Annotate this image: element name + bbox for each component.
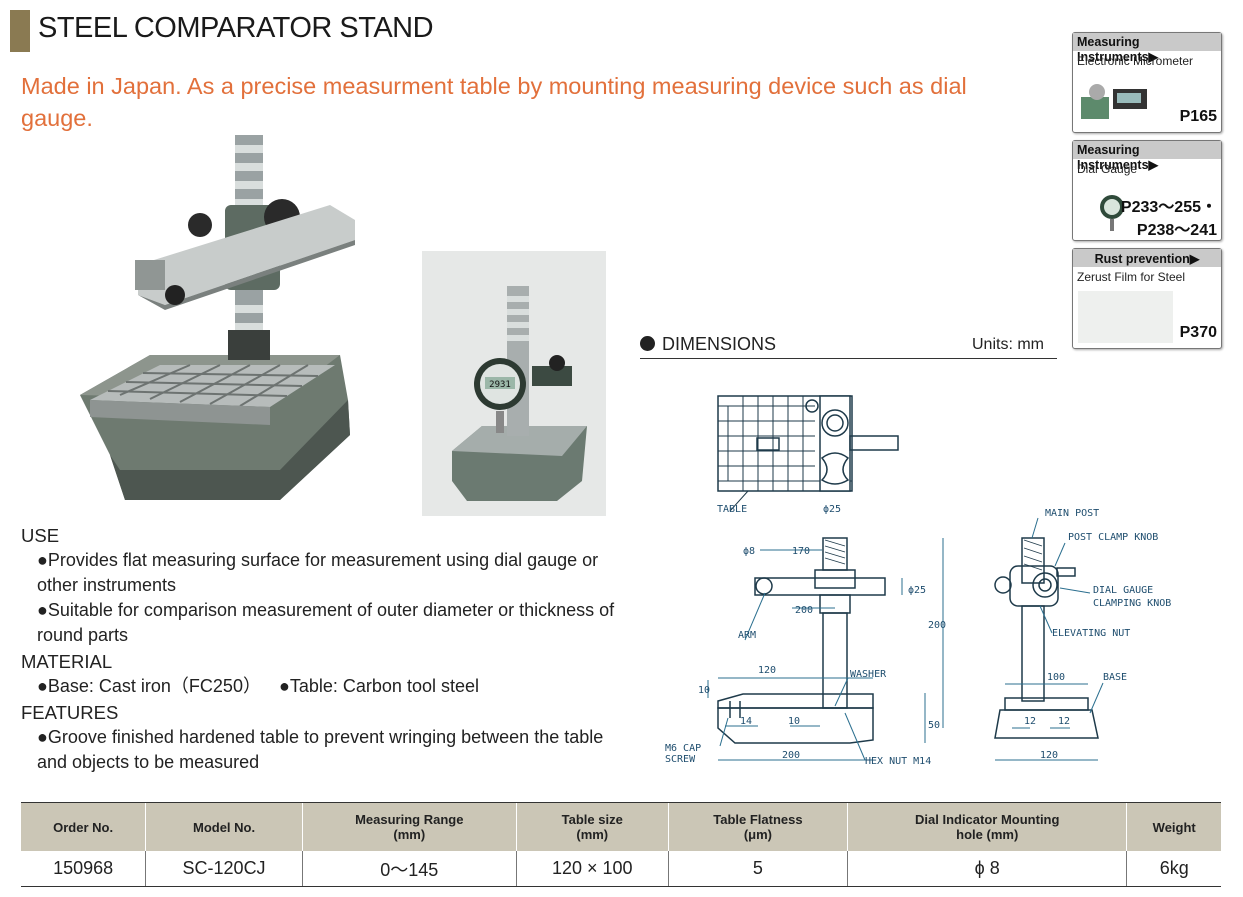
cell-model-no: SC-120CJ (145, 851, 303, 887)
dimensions-title: DIMENSIONS (662, 334, 777, 354)
page-title: STEEL COMPARATOR STAND (38, 12, 434, 44)
related-category: Measuring Instruments▶ (1073, 141, 1221, 172)
table-row: 150968 SC-120CJ 0～145 120 × 100 5 ϕ 8 6k… (21, 851, 1221, 887)
label-10: 10 (698, 685, 710, 696)
material-item-base: ●Base: Cast iron（FC250） (37, 676, 261, 696)
cell-order-no: 150968 (21, 851, 146, 887)
label-170: 170 (792, 546, 810, 557)
use-item: ●Provides flat measuring surface for mea… (37, 550, 599, 595)
label-phi8: ϕ8 (743, 546, 755, 557)
related-page: P165 (1179, 108, 1217, 125)
related-box-zerust[interactable]: Rust prevention▶ Zerust Film for Steel P… (1072, 248, 1222, 349)
label-main-post: MAIN POST (1045, 508, 1099, 519)
related-page: P370 (1179, 324, 1217, 341)
col-measuring-range: Measuring Range (mm) (301, 802, 517, 851)
dimensions-units: Units: mm (972, 336, 1044, 353)
cell-weight: 6kg (1126, 851, 1221, 887)
label-200-v: 200 (928, 620, 946, 631)
label-200-arm: 200 (795, 605, 813, 616)
related-name: Zerust Film for Steel (1077, 270, 1186, 284)
col-table-flatness: Table Flatness (μm) (667, 802, 848, 851)
cell-measuring-range: 0～145 (301, 851, 517, 887)
label-elevating-nut: ELEVATING NUT (1052, 628, 1130, 639)
dial-gauge-thumbnail (1100, 195, 1124, 231)
related-box-micrometer[interactable]: Measuring Instruments▶ Electronic Microm… (1072, 32, 1222, 133)
material-heading: MATERIAL (21, 651, 113, 672)
label-phi25-v: ϕ25 (908, 585, 926, 596)
related-category: Measuring Instruments▶ (1073, 33, 1221, 64)
label-base: BASE (1103, 672, 1127, 683)
label-120-side: 120 (1040, 750, 1058, 761)
label-clamping-knob: CLAMPING KNOB (1093, 598, 1171, 609)
col-weight: Weight (1126, 802, 1221, 851)
material-item-table: ●Table: Carbon tool steel (279, 676, 479, 696)
related-box-dial-gauge[interactable]: Measuring Instruments▶ Dial Gauge P233～2… (1072, 140, 1222, 241)
col-mounting-hole: Dial Indicator Mounting hole (mm) (846, 802, 1127, 851)
spec-header-row: Order No. Model No. Measuring Range (mm)… (21, 802, 1221, 851)
dimensions-header-rule (640, 333, 1057, 359)
label-12a: 12 (1024, 716, 1036, 727)
label-dial-gauge: DIAL GAUGE (1093, 585, 1153, 596)
label-m6-screw: SCREW (665, 754, 696, 765)
label-post-clamp-knob: POST CLAMP KNOB (1068, 532, 1158, 543)
label-10b: 10 (788, 716, 800, 727)
label-14: 14 (740, 716, 752, 727)
related-name: Dial Gauge (1077, 162, 1138, 176)
cell-table-flatness: 5 (667, 851, 848, 887)
cell-table-size: 120 × 100 (515, 851, 669, 887)
label-arm: ARM (738, 630, 756, 641)
label-100: 100 (1047, 672, 1065, 683)
label-table: TABLE (717, 504, 747, 515)
title-accent-bar (10, 10, 30, 52)
related-page: P233～255・ (1120, 199, 1217, 216)
col-model-no: Model No. (145, 802, 303, 851)
label-12b: 12 (1058, 716, 1070, 727)
use-item: ●Suitable for comparison measurement of … (37, 600, 615, 645)
bullet-dot (640, 336, 655, 351)
label-m6-cap: M6 CAP (665, 743, 701, 754)
related-category: Rust prevention▶ (1073, 249, 1221, 267)
use-heading: USE (21, 525, 60, 546)
col-table-size: Table size (mm) (515, 802, 669, 851)
related-name: Electronic Micrometer (1077, 54, 1194, 68)
svg-text:2931: 2931 (489, 380, 511, 390)
label-hex-nut: HEX NUT M14 (865, 756, 931, 767)
dimension-drawing: TABLE ϕ25 ϕ8 170 200 ARM ϕ25 200 120 10 … (665, 395, 1171, 767)
label-phi25: ϕ25 (823, 504, 841, 515)
micrometer-thumbnail (1081, 84, 1147, 119)
label-120: 120 (758, 665, 776, 676)
product-photo-main (80, 135, 355, 500)
col-order-no: Order No. (21, 802, 146, 851)
label-50: 50 (928, 720, 940, 731)
features-heading: FEATURES (21, 702, 119, 723)
product-photo-with-gauge: 2931 (422, 251, 606, 516)
cell-mounting-hole: ϕ 8 (846, 851, 1127, 887)
spec-table: Order No. Model No. Measuring Range (mm)… (21, 802, 1221, 887)
zerust-film-thumbnail (1078, 291, 1173, 343)
related-page-2: P238～241 (1136, 222, 1217, 239)
label-200-base: 200 (782, 750, 800, 761)
label-washer: WASHER (850, 669, 887, 680)
page-subtitle: Made in Japan. As a precise measurment t… (21, 73, 967, 131)
features-item: ●Groove finished hardened table to preve… (37, 727, 604, 772)
